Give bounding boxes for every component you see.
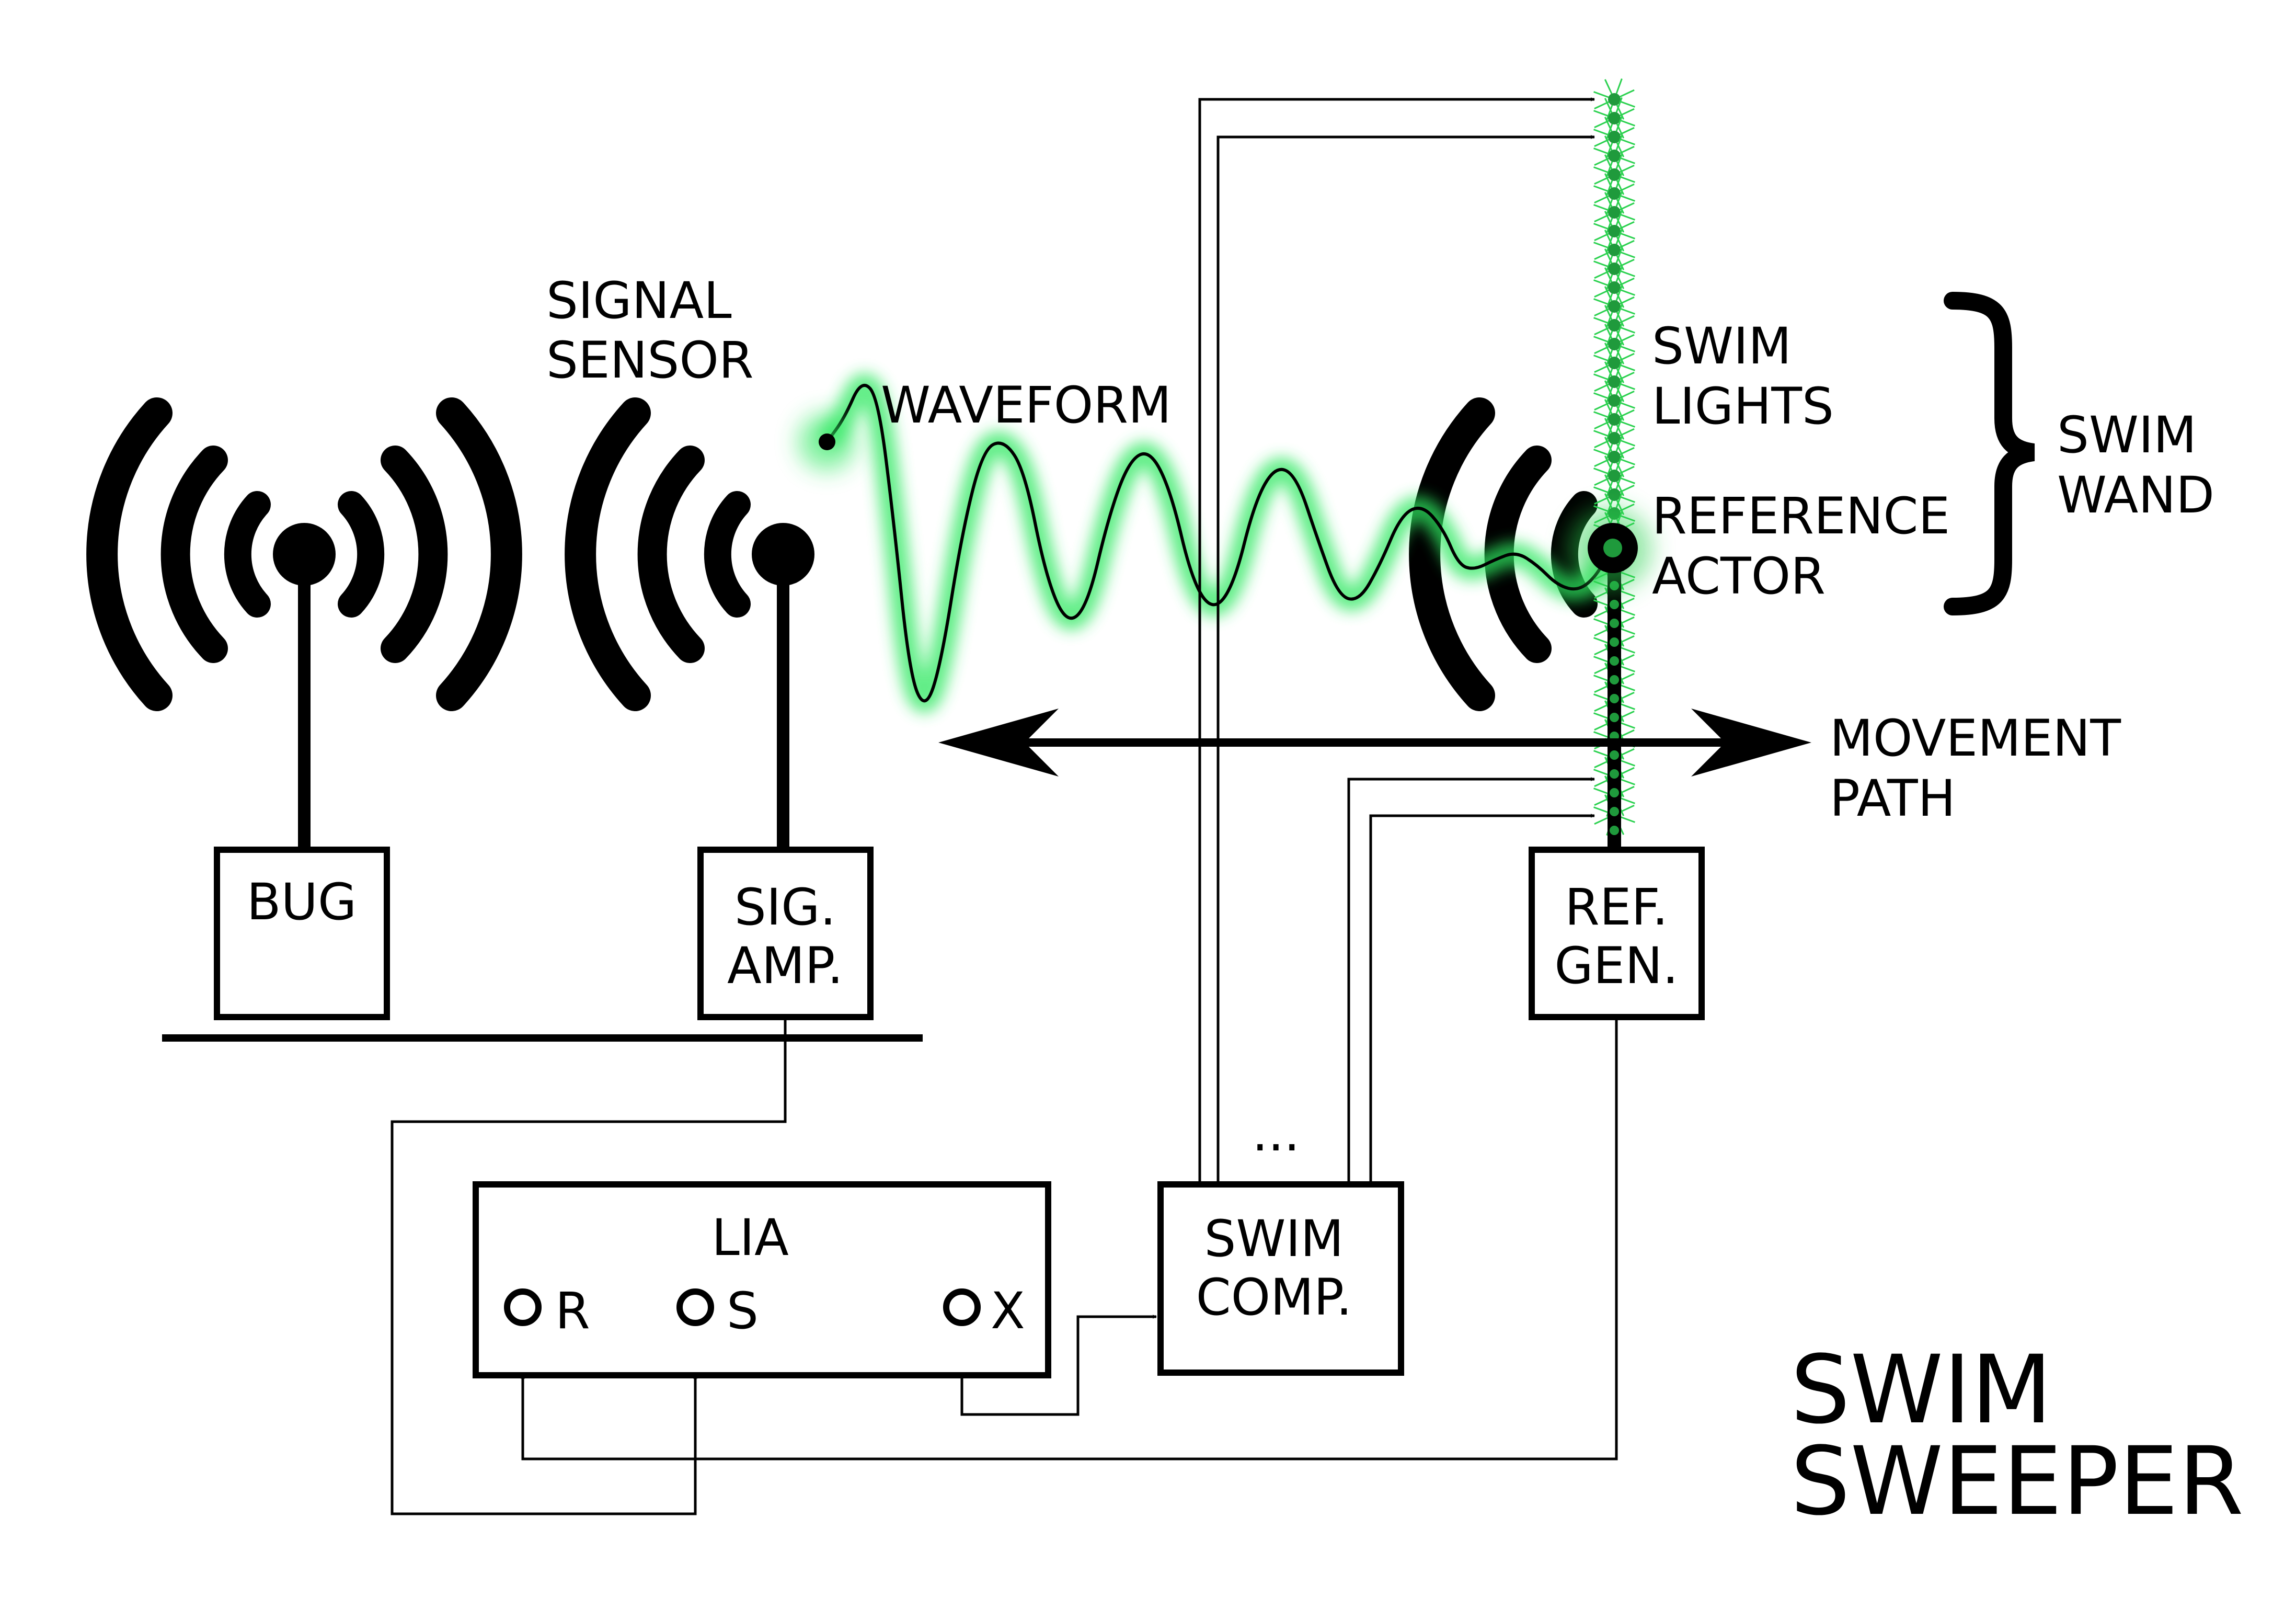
swim-light-icon [1593, 417, 1635, 459]
swim-light-icon [1593, 323, 1635, 365]
swim-lights-label-line1: SWIM [1652, 317, 1792, 375]
swim-light-icon [1593, 304, 1635, 346]
bug-box-label: BUG [247, 873, 357, 931]
swim-light-icon [1593, 398, 1635, 440]
ref-gen-box: REF. GEN. [1529, 847, 1705, 1020]
swim-light-icon [1593, 97, 1635, 139]
rod-light-icon [1610, 600, 1619, 609]
swim-light-icon [1593, 191, 1635, 233]
swim-wand-brace-icon [1944, 292, 2035, 615]
lia-label: LIA [711, 1208, 788, 1267]
swim-wand-label-line2: WAND [2057, 466, 2214, 524]
bug-antenna-icon [86, 397, 522, 850]
reference-actor-label-line1: REFERENCE [1652, 487, 1950, 545]
x-port [943, 1288, 981, 1326]
sig-amp-label-line2: AMP. [727, 937, 843, 995]
swim-light-icon [1593, 436, 1635, 478]
swim-wand-rod-lights [1610, 581, 1619, 835]
swim-light-icon [1593, 210, 1635, 252]
swim-light-icon [1593, 173, 1635, 214]
ref-gen-label-line1: REF. [1565, 878, 1668, 937]
r-port [504, 1288, 542, 1326]
rod-light-icon [1610, 750, 1619, 760]
x-port-label: X [991, 1282, 1025, 1340]
swim-light-icon [1593, 154, 1635, 196]
swim-light-icon [1593, 135, 1635, 177]
waveform-label: WAVEFORM [881, 376, 1172, 435]
rod-light-icon [1610, 619, 1619, 628]
rod-light-icon [1610, 694, 1619, 703]
ref-gen-label-line2: GEN. [1554, 937, 1678, 995]
movement-path-label-line1: MOVEMENT [1830, 709, 2121, 768]
s-port-label: S [727, 1282, 759, 1340]
rod-light-icon [1610, 788, 1619, 797]
signal-wires [391, 97, 1618, 1515]
rod-light-icon [1610, 713, 1619, 722]
reference-actor-label-line2: ACTOR [1652, 547, 1826, 606]
rod-light-icon [1610, 807, 1619, 816]
signal-sensor-label-line2: SENSOR [546, 331, 754, 390]
signal-sensor-label-line1: SIGNAL [546, 271, 732, 330]
swim-light-icon [1593, 248, 1635, 290]
lia-box: LIA R S X [473, 1181, 1051, 1378]
swim-comp-box: SWIM COMP. [1157, 1181, 1404, 1376]
diagram-title-line1: SWIM [1790, 1336, 2052, 1445]
rod-light-icon [1610, 637, 1619, 647]
r-port-label: R [555, 1282, 590, 1340]
swim-light-icon [1593, 267, 1635, 309]
s-port [676, 1288, 714, 1326]
ellipsis-label: ... [1252, 1104, 1300, 1162]
swim-comp-label-line2: COMP. [1196, 1268, 1352, 1327]
swim-wand-label-line1: SWIM [2057, 406, 2197, 464]
swim-light-icon [1593, 342, 1635, 384]
rod-light-icon [1610, 675, 1619, 684]
movement-path-arrow [938, 709, 1811, 777]
sig-amp-label-line1: SIG. [734, 878, 836, 937]
swim-lights-label-line2: LIGHTS [1652, 377, 1834, 436]
diagram-title-line2: SWEEPER [1790, 1427, 2244, 1536]
bug-box: BUG [214, 847, 390, 1020]
rod-light-icon [1610, 769, 1619, 779]
sig-amp-box: SIG. AMP. [697, 847, 874, 1020]
signal-sensor-antenna-icon [565, 397, 814, 850]
rod-light-icon [1610, 826, 1619, 835]
reference-actor-icon [1568, 507, 1652, 591]
rod-light-icon [1610, 656, 1619, 666]
movement-path-label-line2: PATH [1830, 769, 1956, 828]
waveform-curve [798, 373, 1621, 713]
swim-comp-label-line1: SWIM [1204, 1209, 1344, 1268]
